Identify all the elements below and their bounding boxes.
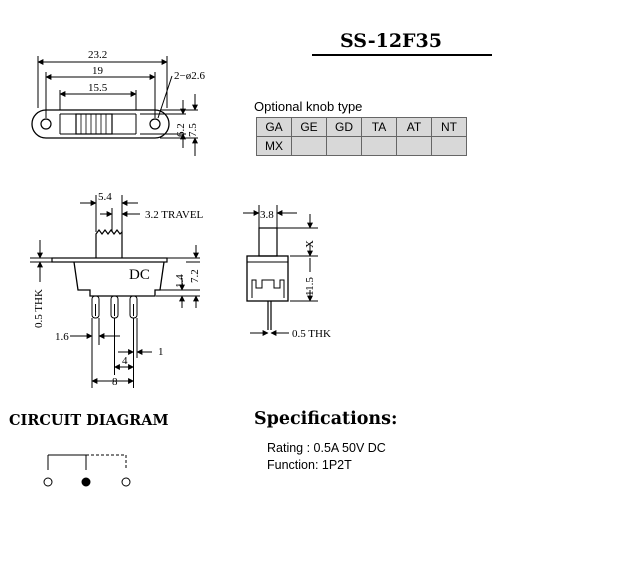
table-cell: TA xyxy=(361,117,397,137)
end-view xyxy=(243,205,318,336)
table-cell xyxy=(361,136,397,156)
table-row: MX xyxy=(256,136,467,156)
dim-side-h2: 7.2 xyxy=(189,269,201,283)
side-view xyxy=(30,195,200,388)
dim-top-inner: 15.5 xyxy=(88,82,108,94)
table-cell xyxy=(291,136,327,156)
dim-side-pin-pitch: 4 xyxy=(122,355,128,367)
table-cell: NT xyxy=(431,117,467,137)
table-cell: GD xyxy=(326,117,362,137)
dim-side-pin-offset: 1 xyxy=(158,346,164,358)
side-body-label: DC xyxy=(129,267,150,283)
table-cell xyxy=(431,136,467,156)
dim-top-inner-height: 6.2 xyxy=(175,123,187,137)
knob-type-table: GA GE GD TA AT NT MX xyxy=(256,117,467,156)
dim-top-overall: 23.2 xyxy=(88,49,107,61)
part-number-title: SS-12F35 xyxy=(340,30,442,52)
title-underline xyxy=(312,54,492,56)
dim-side-thk: 0.5 THK xyxy=(33,289,45,328)
dim-side-travel: 3.2 TRAVEL xyxy=(145,209,204,221)
table-cell: MX xyxy=(256,136,292,156)
common-terminal xyxy=(81,477,91,487)
specifications-title: Specifications: xyxy=(254,409,398,429)
knob-table-caption: Optional knob type xyxy=(254,99,363,114)
table-cell: GE xyxy=(291,117,327,137)
spec-function: Function: 1P2T xyxy=(267,458,352,472)
spec-rating: Rating : 0.5A 50V DC xyxy=(267,441,386,455)
dim-side-pin-width: 1.6 xyxy=(55,331,69,343)
table-cell: AT xyxy=(396,117,432,137)
dim-top-outer-height: 7.5 xyxy=(187,123,199,137)
circuit-diagram-title: CIRCUIT DIAGRAM xyxy=(9,412,169,429)
table-cell: GA xyxy=(256,117,292,137)
circuit-schematic xyxy=(43,454,131,487)
table-cell xyxy=(326,136,362,156)
top-view xyxy=(31,56,198,156)
dim-end-thk: 0.5 THK xyxy=(292,328,331,340)
dim-side-knob-width: 5.4 xyxy=(98,191,112,203)
dim-end-knob: 3.8 xyxy=(260,209,274,221)
table-row: GA GE GD TA AT NT xyxy=(256,117,467,137)
dim-end-height: 11.5 xyxy=(304,277,316,296)
dim-end-x: X xyxy=(304,240,316,248)
dim-side-h1: 1.4 xyxy=(174,274,186,288)
dim-top-holes: 2−ø2.6 xyxy=(174,70,205,82)
dim-side-pin-span: 8 xyxy=(112,376,118,388)
table-cell xyxy=(396,136,432,156)
dim-top-hole-spacing: 19 xyxy=(92,65,104,77)
